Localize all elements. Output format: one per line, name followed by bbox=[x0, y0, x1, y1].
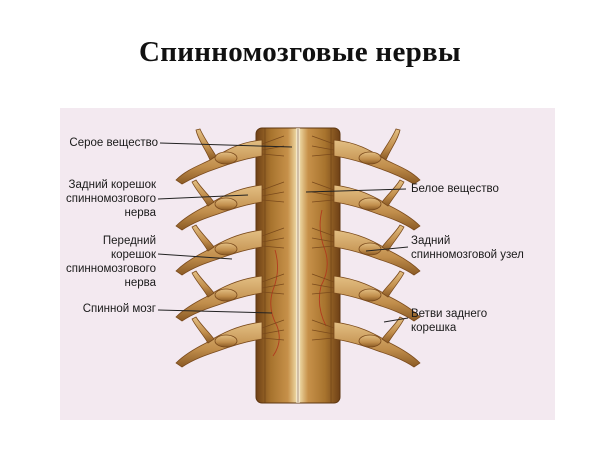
label-line: Спинной мозг bbox=[82, 303, 156, 315]
label-line: нерва bbox=[124, 207, 156, 219]
leader-ventral-root bbox=[157, 253, 233, 260]
label-white-matter: Белое вещество bbox=[411, 182, 499, 196]
label-line: Белое вещество bbox=[411, 183, 499, 195]
label-line: Задний корешок bbox=[68, 179, 156, 191]
leader-white-matter bbox=[305, 188, 407, 193]
leader-lines bbox=[157, 142, 409, 323]
label-line: Ветви заднего bbox=[411, 308, 488, 320]
label-dorsal-root-ganglion: Задний спинномозговой узел bbox=[411, 234, 524, 262]
leader-gray-matter bbox=[159, 142, 293, 148]
label-line: спинномозгового bbox=[66, 193, 156, 205]
label-line: Серое вещество bbox=[69, 137, 158, 149]
label-line: корешка bbox=[411, 322, 457, 334]
label-gray-matter: Серое вещество bbox=[69, 136, 158, 150]
label-line: корешок bbox=[110, 249, 156, 261]
label-dorsal-root-branches: Ветви заднего корешка bbox=[411, 307, 487, 335]
label-line: спинномозговой узел bbox=[411, 249, 524, 261]
label-ventral-root: Передний корешок спинномозгового нерва bbox=[66, 234, 156, 290]
label-line: Передний bbox=[102, 235, 156, 247]
label-line: нерва bbox=[124, 277, 156, 289]
leader-dorsal-root bbox=[157, 194, 249, 200]
label-line: Задний bbox=[411, 235, 451, 247]
leader-dorsal-root-ganglion bbox=[365, 246, 409, 252]
label-line: спинномозгового bbox=[66, 263, 156, 275]
rootlets bbox=[261, 135, 335, 341]
leader-spinal-cord bbox=[157, 309, 273, 314]
left-spinal-nerves bbox=[175, 128, 263, 368]
label-dorsal-root: Задний корешок спинномозгового нерва bbox=[66, 178, 156, 220]
label-spinal-cord: Спинной мозг bbox=[83, 302, 156, 316]
spinal-cord-column bbox=[255, 127, 341, 404]
slide-title: Спинномозговые нервы bbox=[139, 36, 461, 68]
right-spinal-nerves bbox=[333, 128, 421, 368]
leader-dorsal-root-branches bbox=[383, 317, 409, 323]
